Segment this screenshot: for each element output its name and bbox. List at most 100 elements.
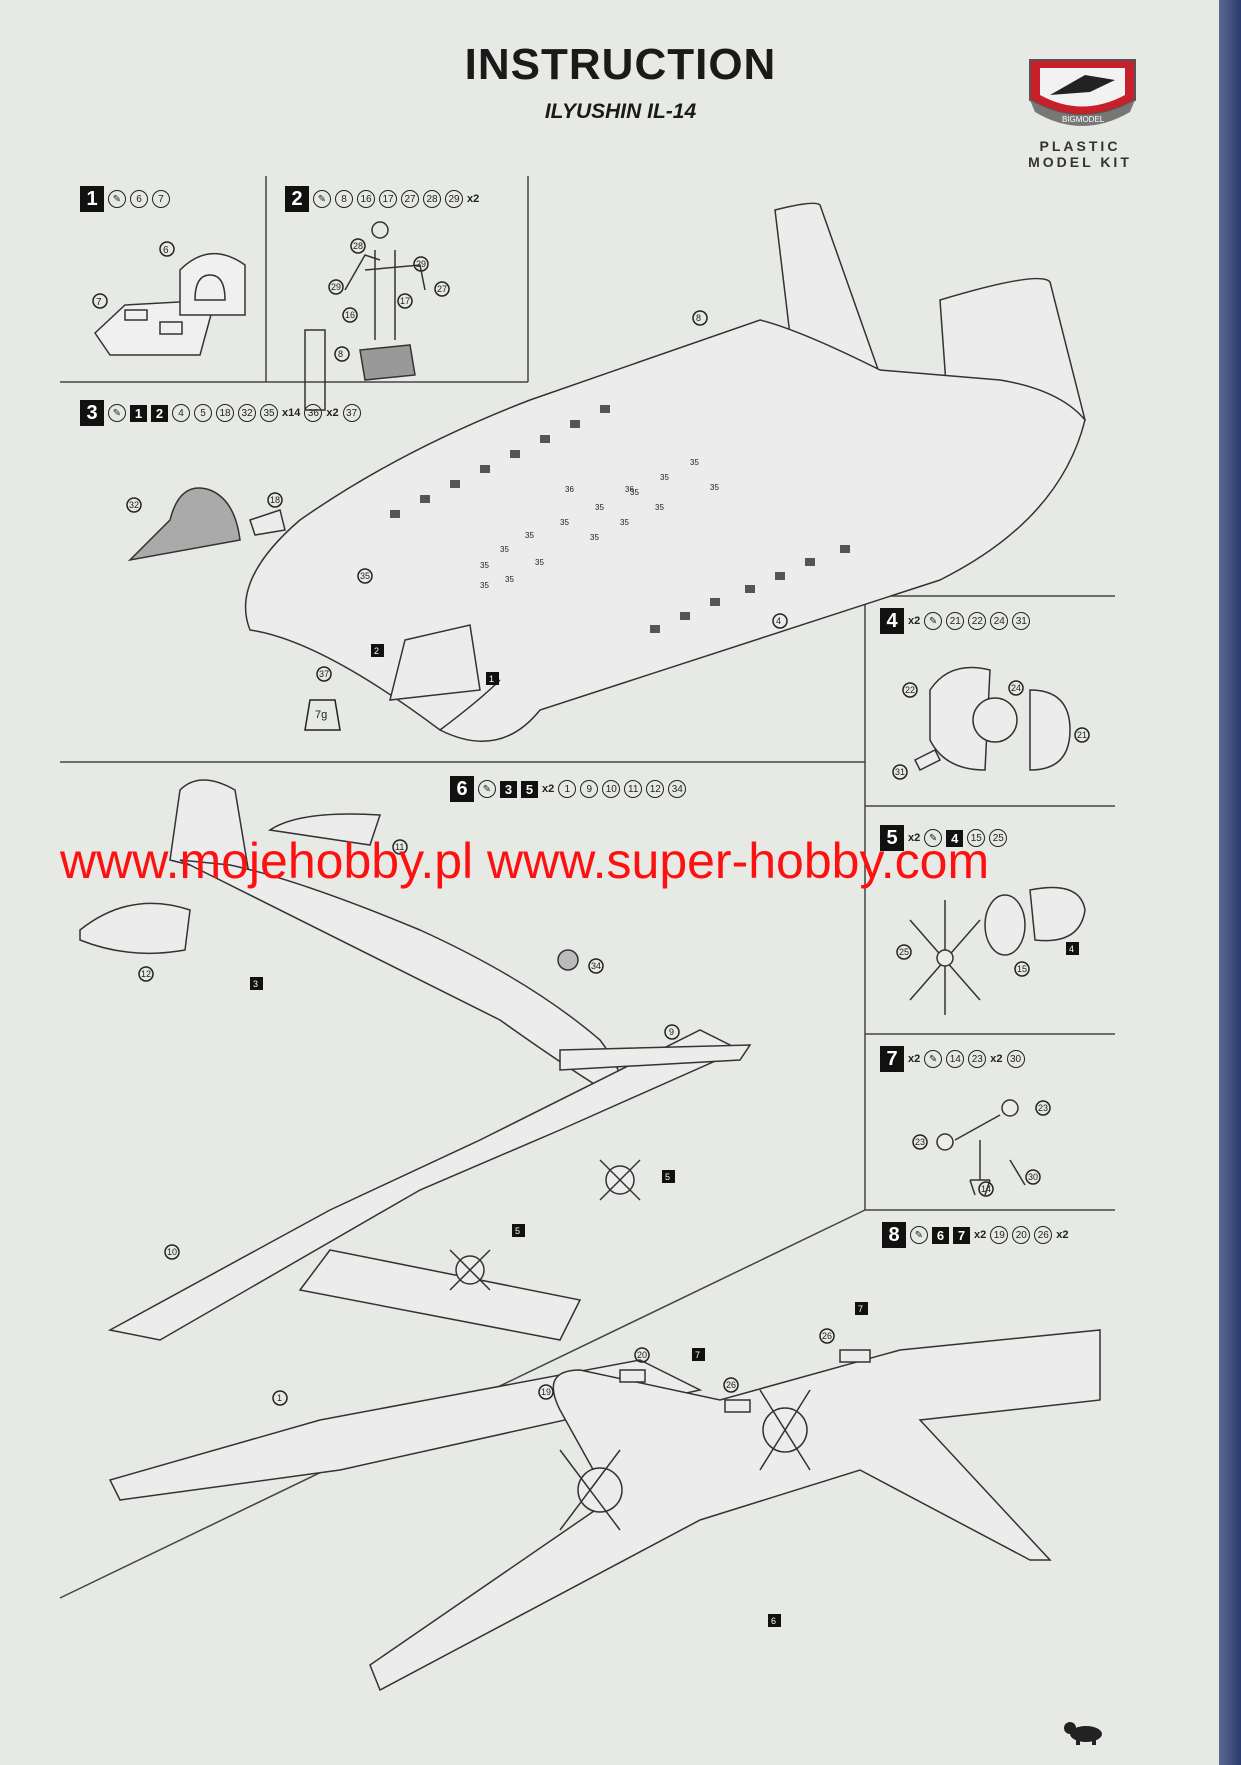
svg-text:30: 30 (1028, 1172, 1038, 1182)
step-8-header: 8 ✎ 6 7 x2 19 20 26 x2 (882, 1222, 1069, 1248)
svg-text:22: 22 (905, 685, 915, 695)
svg-text:14: 14 (981, 1184, 991, 1194)
sub-step-ref: 5 (521, 780, 538, 798)
step-number: 2 (285, 186, 309, 212)
svg-text:32: 32 (129, 500, 139, 510)
multiplier: x2 (326, 407, 339, 419)
part-circle: 5 (194, 404, 212, 422)
step-3-windows (390, 405, 850, 633)
svg-text:7: 7 (96, 297, 102, 308)
svg-text:35: 35 (535, 558, 544, 567)
hippo-icon (1064, 1722, 1102, 1745)
step-7-callouts: 23 23 14 30 (912, 1100, 1051, 1197)
step-2-header: 2 ✎ 8 16 17 27 28 29 x2 (285, 186, 479, 212)
multiplier: x2 (908, 615, 921, 627)
part-circle: 6 (130, 190, 148, 208)
part-circle: 34 (668, 780, 687, 798)
step-number: 5 (880, 825, 904, 851)
svg-text:34: 34 (591, 961, 601, 971)
glue-icon: ✎ (924, 829, 943, 847)
step-5-callouts: 25 15 4 (896, 942, 1079, 977)
sub-step-ref: 1 (130, 404, 147, 422)
step-2-callouts: 28 29 29 27 16 17 8 (328, 238, 450, 362)
part-circle: 36 (304, 404, 323, 422)
part-circle: 7 (152, 190, 170, 208)
glue-icon: ✎ (108, 404, 126, 422)
svg-text:1: 1 (277, 1393, 282, 1403)
svg-text:11: 11 (395, 842, 404, 852)
svg-text:8: 8 (696, 313, 701, 323)
weight-label: 7g (315, 709, 327, 721)
step-5-drawing (909, 886, 1086, 1015)
sub-step-ref: 6 (932, 1226, 949, 1244)
svg-text:7: 7 (695, 1350, 700, 1360)
step-3-callouts: 32 18 35 2 37 1 4 8 7g (126, 310, 788, 731)
step-number: 1 (80, 186, 104, 212)
step-number: 3 (80, 400, 104, 426)
watermark-text: www.mojehobby.pl www.super-hobby.com (60, 833, 990, 889)
svg-text:3: 3 (253, 979, 258, 989)
svg-text:9: 9 (669, 1027, 674, 1037)
page-subtitle: ILYUSHIN IL-14 (544, 100, 697, 123)
part-circle: 29 (445, 190, 463, 208)
logo-badge-text: BIGMODEL (1062, 115, 1105, 124)
svg-text:35: 35 (630, 488, 639, 497)
svg-text:19: 19 (541, 1387, 551, 1397)
svg-text:6: 6 (771, 1616, 776, 1626)
svg-text:35: 35 (480, 561, 489, 570)
sub-step-ref: 7 (953, 1226, 970, 1244)
svg-text:25: 25 (899, 947, 909, 957)
part-circle: 27 (401, 190, 419, 208)
part-circle: 26 (1034, 1226, 1053, 1244)
multiplier: x2 (467, 193, 480, 205)
part-circle: 35 (260, 404, 278, 422)
part-circle: 22 (968, 612, 987, 630)
svg-text:35: 35 (500, 545, 509, 554)
part-circle: 37 (342, 404, 361, 422)
svg-text:23: 23 (1038, 1103, 1048, 1113)
svg-text:18: 18 (270, 495, 280, 505)
svg-text:28: 28 (353, 241, 363, 251)
step-4-drawing (913, 666, 1071, 772)
part-circle: 32 (238, 404, 256, 422)
step-number: 7 (880, 1046, 904, 1072)
svg-text:4: 4 (1069, 944, 1074, 954)
glue-icon: ✎ (108, 190, 126, 208)
svg-text:36: 36 (625, 485, 634, 494)
step-6-header: 6 ✎ 3 5 x2 1 9 10 11 12 34 (450, 776, 687, 802)
svg-text:36: 36 (565, 485, 574, 494)
part-circle: 24 (990, 612, 1009, 630)
svg-text:20: 20 (637, 1350, 647, 1360)
part-circle: 30 (1006, 1050, 1025, 1068)
svg-text:35: 35 (590, 533, 599, 542)
step-7-drawing (936, 1099, 1026, 1196)
sub-step-ref: 3 (500, 780, 517, 798)
svg-text:16: 16 (345, 310, 355, 320)
step-number: 6 (450, 776, 474, 802)
logo-line-1: PLASTIC (1039, 138, 1121, 154)
multiplier: x2 (908, 1053, 921, 1065)
step-3-header: 3 ✎ 1 2 4 5 18 32 35 x14 36 x2 37 (80, 400, 361, 426)
part-circle: 15 (967, 829, 986, 847)
step-7-header: 7 x2 ✎ 14 23 x2 30 (880, 1046, 1025, 1072)
step-6-callouts: 11 12 3 34 9 5 5 10 1 (138, 839, 680, 1406)
svg-text:35: 35 (595, 503, 604, 512)
svg-text:2: 2 (374, 646, 379, 656)
step-8-drawing (369, 1329, 1101, 1692)
svg-text:29: 29 (331, 282, 341, 292)
svg-text:24: 24 (1011, 683, 1021, 693)
step-1-drawing (94, 252, 246, 356)
page-title: INSTRUCTION (464, 40, 777, 89)
svg-text:8: 8 (338, 349, 343, 359)
svg-text:35: 35 (360, 571, 370, 581)
multiplier: x14 (282, 407, 301, 419)
step-5-header: 5 x2 ✎ 4 15 25 (880, 825, 1008, 851)
sub-step-ref: 2 (151, 404, 168, 422)
svg-text:35: 35 (660, 473, 669, 482)
svg-text:5: 5 (665, 1172, 670, 1182)
part-circle: 23 (968, 1050, 987, 1068)
part-circle: 18 (216, 404, 234, 422)
multiplier: x2 (542, 783, 555, 795)
